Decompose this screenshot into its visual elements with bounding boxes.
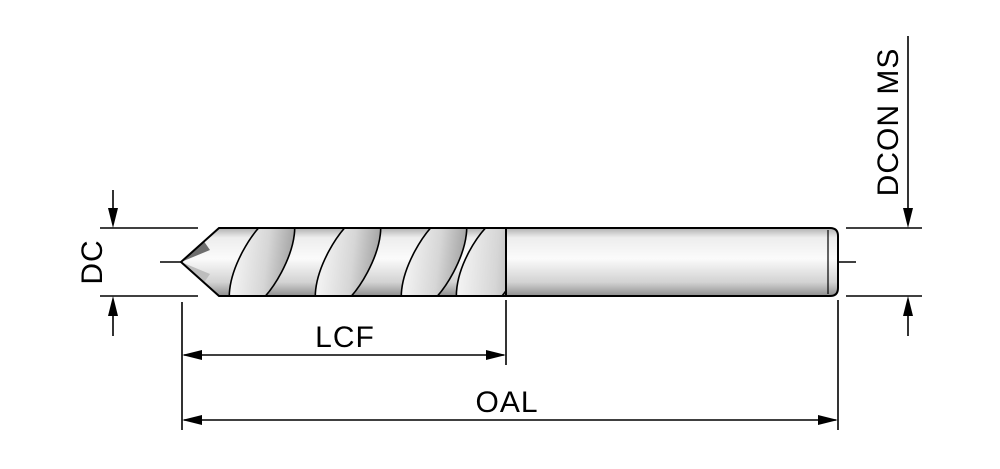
dcon-arrow-down <box>903 208 913 228</box>
label-dcon-ms: DCON MS <box>872 47 905 197</box>
dc-dimension <box>100 190 198 336</box>
lcf-arrow-right <box>486 350 506 360</box>
label-dc: DC <box>76 239 109 285</box>
lcf-dimension <box>182 300 507 365</box>
dcon-arrow-up <box>903 296 913 316</box>
label-oal: OAL <box>475 386 539 419</box>
oal-arrow-left <box>182 415 202 425</box>
dc-arrow-up <box>108 296 118 316</box>
label-lcf: LCF <box>315 321 375 354</box>
dc-arrow-down <box>108 208 118 228</box>
lcf-arrow-left <box>182 350 202 360</box>
drill-shank <box>505 227 839 297</box>
drill-flutes <box>179 227 507 297</box>
dcon-dimension <box>846 36 922 336</box>
oal-dimension <box>181 300 839 430</box>
oal-arrow-right <box>818 415 838 425</box>
